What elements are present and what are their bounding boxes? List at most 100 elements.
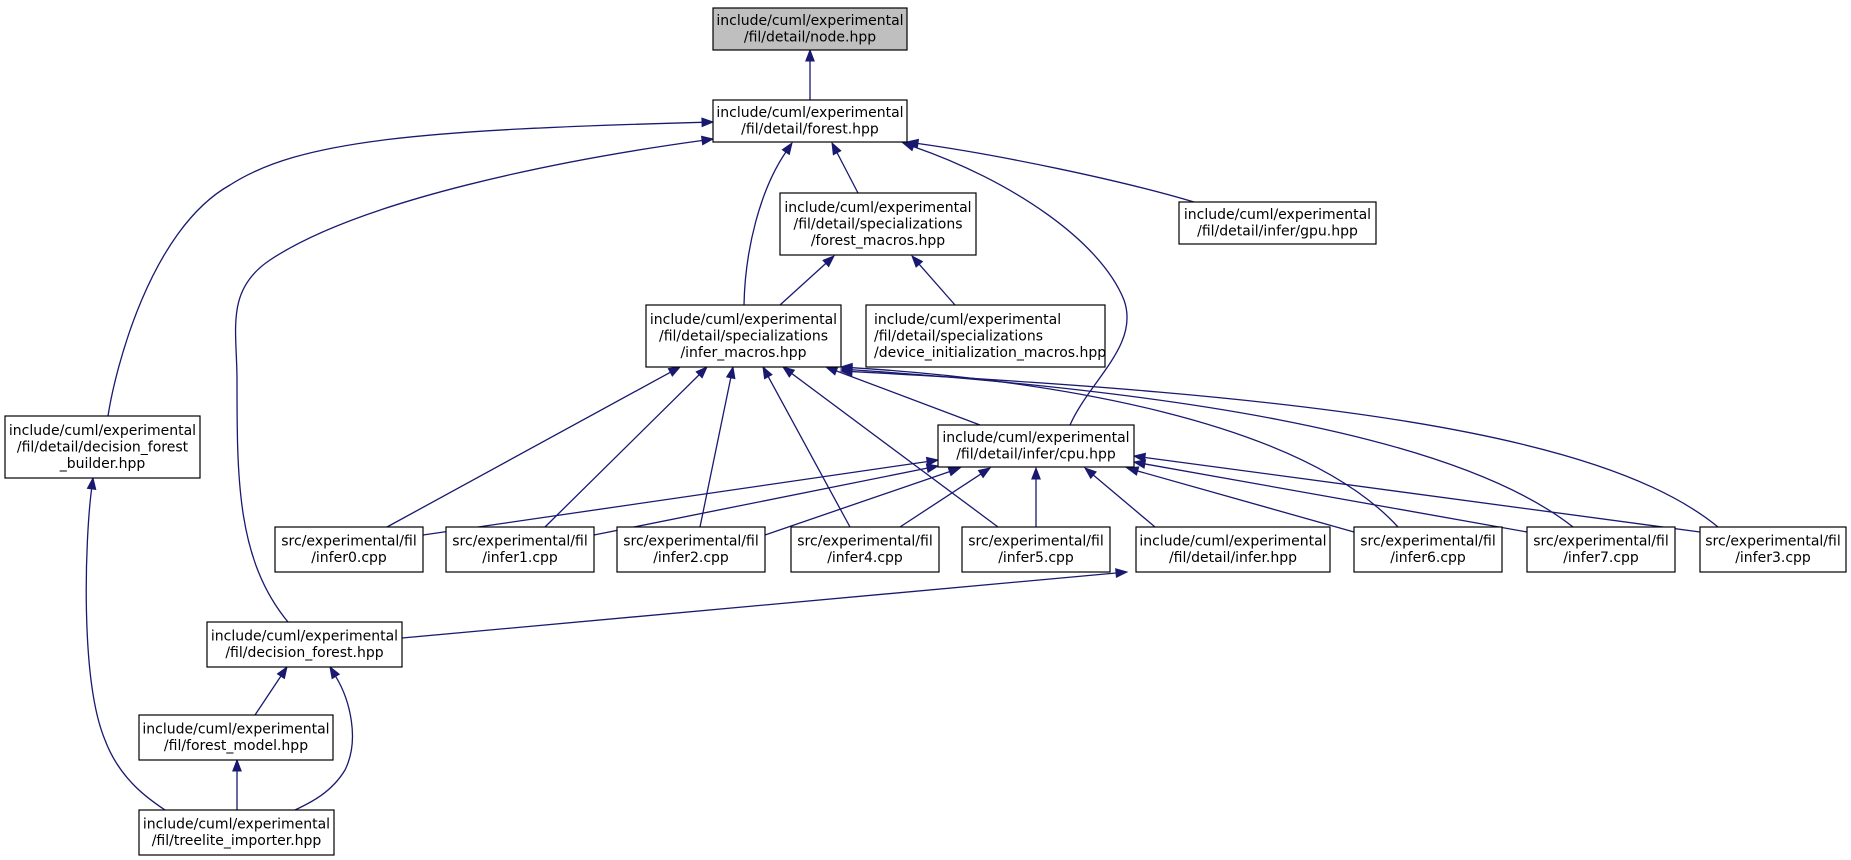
file-node-forest[interactable]: include/cuml/experimental/fil/detail/for… xyxy=(712,99,908,143)
edge-line xyxy=(254,675,282,716)
file-node-label-line: /fil/detail/specializations xyxy=(794,216,963,232)
edge-arrowhead-forest-to-forest_macros xyxy=(831,141,842,156)
edge-cpu-to-infer1 xyxy=(593,463,940,536)
file-node-label-line: src/experimental/fil xyxy=(623,534,758,550)
file-node-decision_forest[interactable]: include/cuml/experimental/fil/decision_f… xyxy=(206,621,403,668)
edge-cpu-to-infer7 xyxy=(1132,459,1528,533)
file-node-label-line: /infer4.cpp xyxy=(827,550,903,566)
file-node-infer0[interactable]: src/experimental/fil/infer0.cpp xyxy=(274,526,424,573)
file-node-label-line: /fil/detail/specializations xyxy=(874,328,1043,344)
edge-infer_macros-to-infer3 xyxy=(839,366,1719,528)
edge-line xyxy=(918,263,956,306)
edge-arrowhead-node-to-forest xyxy=(805,48,815,62)
edge-line xyxy=(851,370,1719,528)
file-node-label-line: /fil/detail/infer.hpp xyxy=(1169,550,1297,566)
file-node-infer4[interactable]: src/experimental/fil/infer4.cpp xyxy=(790,526,940,573)
edge-arrowhead-infer_macros-to-infer0 xyxy=(667,366,682,377)
file-node-box xyxy=(937,424,1135,468)
edge-arrowhead-infer_macros-to-cpu xyxy=(824,366,839,376)
file-node-label-line: src/experimental/fil xyxy=(281,534,416,550)
file-node-label-line: include/cuml/experimental xyxy=(142,722,329,738)
file-node-label-line: /infer7.cpp xyxy=(1563,550,1639,566)
edge-line xyxy=(1092,474,1156,528)
edge-arrowhead-infer_macros-to-infer1 xyxy=(695,366,708,379)
edge-infer_hpp-to-decision_forest xyxy=(401,568,1129,639)
file-node-label-line: include/cuml/experimental xyxy=(1184,207,1371,223)
file-node-box xyxy=(1178,201,1377,245)
edge-arrowhead-infer_macros-to-infer5 xyxy=(781,366,796,378)
edge-cpu-to-infer6 xyxy=(1125,466,1355,533)
edge-line xyxy=(917,142,1195,203)
edge-arrowhead-forest-to-decision_forest xyxy=(700,135,715,146)
file-node-box xyxy=(206,621,403,668)
file-node-gpu[interactable]: include/cuml/experimental/fil/detail/inf… xyxy=(1178,201,1377,245)
file-node-box xyxy=(445,526,595,573)
edge-infer_macros-to-infer5 xyxy=(781,366,999,528)
edge-infer_macros-to-infer2 xyxy=(699,365,736,528)
edge-line xyxy=(836,370,981,426)
file-node-box xyxy=(645,304,842,368)
file-node-forest_macros[interactable]: include/cuml/experimental/fil/detail/spe… xyxy=(779,192,977,256)
file-node-infer5[interactable]: src/experimental/fil/infer5.cpp xyxy=(961,526,1111,573)
file-node-label-line: /infer6.cpp xyxy=(1390,550,1466,566)
edge-line xyxy=(913,145,1128,426)
file-node-label-line: /infer3.cpp xyxy=(1735,550,1811,566)
file-node-treelite[interactable]: include/cuml/experimental/fil/treelite_i… xyxy=(138,809,335,856)
edge-forest-to-decision_forest xyxy=(234,135,715,623)
file-node-label-line: /infer1.cpp xyxy=(482,550,558,566)
file-node-box xyxy=(138,714,334,761)
file-node-dfb[interactable]: include/cuml/experimental/fil/detail/dec… xyxy=(4,415,201,479)
file-node-infer1[interactable]: src/experimental/fil/infer1.cpp xyxy=(445,526,595,573)
edge-arrowhead-infer_macros-to-infer3 xyxy=(839,366,853,377)
file-node-label-line: src/experimental/fil xyxy=(452,534,587,550)
edge-arrowhead-infer_macros-to-infer2 xyxy=(725,365,736,380)
file-node-box xyxy=(274,526,424,573)
file-node-box xyxy=(712,99,908,143)
file-node-label-line: src/experimental/fil xyxy=(797,534,932,550)
edge-forest_model-to-treelite xyxy=(232,758,242,810)
edge-forest_macros-to-device_init xyxy=(911,254,956,306)
file-node-infer_macros[interactable]: include/cuml/experimental/fil/detail/spe… xyxy=(645,304,842,368)
file-node-box xyxy=(712,7,908,51)
edge-line xyxy=(1144,456,1701,533)
edge-forest-to-forest_macros xyxy=(831,141,859,194)
edge-arrowhead-infer_macros-to-infer4 xyxy=(762,365,773,380)
file-node-cpu[interactable]: include/cuml/experimental/fil/detail/inf… xyxy=(937,424,1135,468)
edge-line xyxy=(1137,470,1355,533)
file-node-label-line: /fil/detail/infer/gpu.hpp xyxy=(1197,224,1358,240)
edge-arrowhead-cpu-to-infer_hpp xyxy=(1083,467,1097,480)
file-node-node[interactable]: include/cuml/experimental/fil/detail/nod… xyxy=(712,7,908,51)
edge-cpu-to-infer4 xyxy=(899,467,992,528)
edge-arrowhead-forest-to-gpu xyxy=(905,138,920,149)
file-node-label-line: /fil/decision_forest.hpp xyxy=(225,645,383,661)
file-node-label-line: include/cuml/experimental xyxy=(784,200,971,216)
edge-arrowhead-forest_macros-to-device_init xyxy=(911,254,924,268)
file-node-label-line: /fil/detail/node.hpp xyxy=(744,30,876,46)
edge-line xyxy=(593,467,928,536)
file-node-infer7[interactable]: src/experimental/fil/infer7.cpp xyxy=(1526,526,1676,573)
edge-forest-to-dfb xyxy=(107,117,715,417)
edge-line xyxy=(294,676,354,811)
edge-arrowhead-cpu-to-infer4 xyxy=(977,467,992,479)
file-node-box xyxy=(1699,526,1847,573)
file-node-device_init[interactable]: include/cuml/experimental/fil/detail/spe… xyxy=(865,304,1106,368)
file-node-box xyxy=(4,415,201,479)
edge-line xyxy=(234,139,703,623)
file-node-infer_hpp[interactable]: include/cuml/experimental/fil/detail/inf… xyxy=(1135,526,1331,573)
edge-line xyxy=(85,488,166,811)
file-node-infer2[interactable]: src/experimental/fil/infer2.cpp xyxy=(616,526,766,573)
file-node-label-line: include/cuml/experimental xyxy=(650,312,837,328)
edge-cpu-to-infer5 xyxy=(1031,466,1041,527)
file-node-infer6[interactable]: src/experimental/fil/infer6.cpp xyxy=(1353,526,1503,573)
file-node-label-line: /infer0.cpp xyxy=(311,550,387,566)
file-node-label-line: _builder.hpp xyxy=(59,456,146,472)
edge-arrowhead-dfb-to-treelite xyxy=(86,476,97,491)
file-node-infer3[interactable]: src/experimental/fil/infer3.cpp xyxy=(1699,526,1847,573)
edge-arrowhead-cpu-to-infer3 xyxy=(1132,452,1147,463)
nodes-layer: include/cuml/experimental/fil/detail/nod… xyxy=(4,7,1847,856)
edge-line xyxy=(851,367,1399,528)
file-node-forest_model[interactable]: include/cuml/experimental/fil/forest_mod… xyxy=(138,714,334,761)
edge-line xyxy=(899,473,982,528)
edge-arrowhead-forest_model-to-treelite xyxy=(232,758,242,772)
file-node-label-line: /device_initialization_macros.hpp xyxy=(874,345,1106,361)
